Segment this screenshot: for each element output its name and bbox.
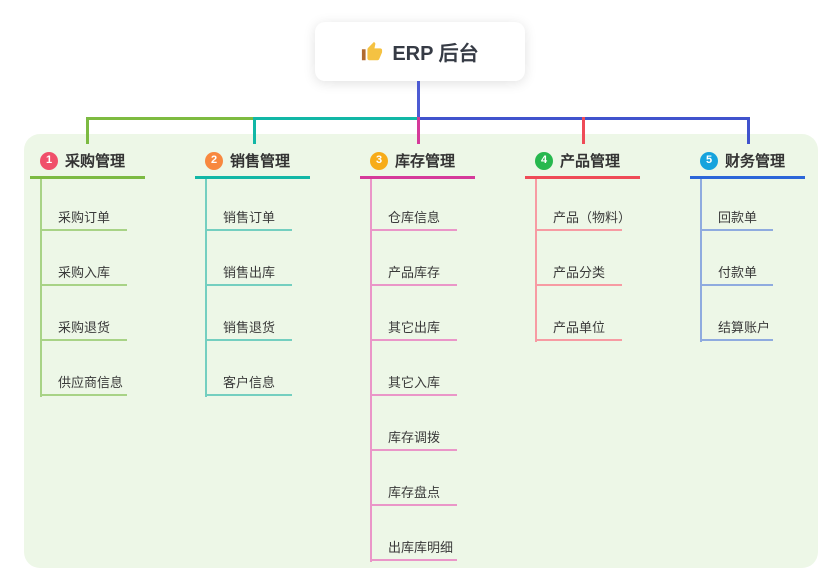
- child-node[interactable]: 付款单: [700, 256, 773, 286]
- thumbs-up-icon: [361, 41, 383, 63]
- child-node[interactable]: 销售订单: [205, 201, 292, 231]
- branch-node-sales[interactable]: 2 销售管理: [195, 145, 310, 179]
- child-node[interactable]: 其它入库: [370, 366, 457, 396]
- branch-trunk-line: [40, 179, 42, 397]
- connector-rail-left: [86, 117, 254, 120]
- child-node[interactable]: 回款单: [700, 201, 773, 231]
- child-label: 其它出库: [388, 320, 441, 335]
- badge-1: 1: [40, 151, 58, 170]
- branch-label: 采购管理: [65, 153, 126, 170]
- badge-4: 4: [535, 151, 553, 170]
- child-node[interactable]: 其它出库: [370, 311, 457, 341]
- child-label: 其它入库: [388, 375, 441, 390]
- child-node[interactable]: 采购入库: [40, 256, 127, 286]
- connector-drop-sales: [253, 117, 256, 144]
- connector-drop-inventory: [417, 117, 420, 144]
- child-node[interactable]: 产品库存: [370, 256, 457, 286]
- child-node[interactable]: 采购订单: [40, 201, 127, 231]
- badge-3: 3: [370, 151, 388, 170]
- child-label: 销售订单: [223, 210, 276, 225]
- child-label: 产品库存: [388, 265, 441, 280]
- branch-node-purchase[interactable]: 1 采购管理: [30, 145, 145, 179]
- child-label: 产品（物料）: [553, 210, 632, 225]
- branches-panel: [24, 134, 818, 568]
- badge-2: 2: [205, 151, 223, 170]
- child-node[interactable]: 出库库明细: [370, 531, 457, 561]
- child-node[interactable]: 库存盘点: [370, 476, 457, 506]
- connector-drop-finance: [747, 117, 750, 144]
- branch-trunk-line: [700, 179, 702, 342]
- child-label: 产品单位: [553, 320, 606, 335]
- child-label: 库存盘点: [388, 485, 441, 500]
- child-label: 结算账户: [718, 320, 771, 335]
- child-label: 库存调拨: [388, 430, 441, 445]
- child-node[interactable]: 产品（物料）: [535, 201, 631, 231]
- child-node[interactable]: 产品分类: [535, 256, 622, 286]
- child-node[interactable]: 销售退货: [205, 311, 292, 341]
- connector-drop-purchase: [86, 117, 89, 144]
- child-label: 仓库信息: [388, 210, 441, 225]
- child-label: 出库库明细: [388, 540, 454, 555]
- connector-rail-middle: [253, 117, 419, 120]
- branch-trunk-line: [205, 179, 207, 397]
- branch-label: 库存管理: [395, 153, 456, 170]
- root-label: ERP 后台: [392, 43, 479, 65]
- child-label: 销售退货: [223, 320, 276, 335]
- child-node[interactable]: 供应商信息: [40, 366, 127, 396]
- child-node[interactable]: 库存调拨: [370, 421, 457, 451]
- branch-node-product[interactable]: 4 产品管理: [525, 145, 640, 179]
- child-node[interactable]: 产品单位: [535, 311, 622, 341]
- child-label: 产品分类: [553, 265, 606, 280]
- child-label: 付款单: [718, 265, 758, 280]
- branch-label: 财务管理: [725, 153, 786, 170]
- branch-node-finance[interactable]: 5 财务管理: [690, 145, 805, 179]
- branch-trunk-line: [370, 179, 372, 562]
- child-node[interactable]: 仓库信息: [370, 201, 457, 231]
- badge-5: 5: [700, 151, 718, 170]
- child-label: 供应商信息: [58, 375, 124, 390]
- branch-trunk-line: [535, 179, 537, 342]
- branch-node-inventory[interactable]: 3 库存管理: [360, 145, 475, 179]
- connector-root-stem: [417, 81, 420, 118]
- child-node[interactable]: 客户信息: [205, 366, 292, 396]
- branch-label: 产品管理: [560, 153, 621, 170]
- child-node[interactable]: 销售出库: [205, 256, 292, 286]
- connector-drop-product: [582, 117, 585, 144]
- root-node[interactable]: ERP 后台: [315, 22, 525, 81]
- child-label: 回款单: [718, 210, 758, 225]
- child-node[interactable]: 采购退货: [40, 311, 127, 341]
- child-node[interactable]: 结算账户: [700, 311, 773, 341]
- child-label: 采购订单: [58, 210, 111, 225]
- child-label: 销售出库: [223, 265, 276, 280]
- child-label: 采购退货: [58, 320, 111, 335]
- child-label: 采购入库: [58, 265, 111, 280]
- child-label: 客户信息: [223, 375, 276, 390]
- branch-label: 销售管理: [230, 153, 291, 170]
